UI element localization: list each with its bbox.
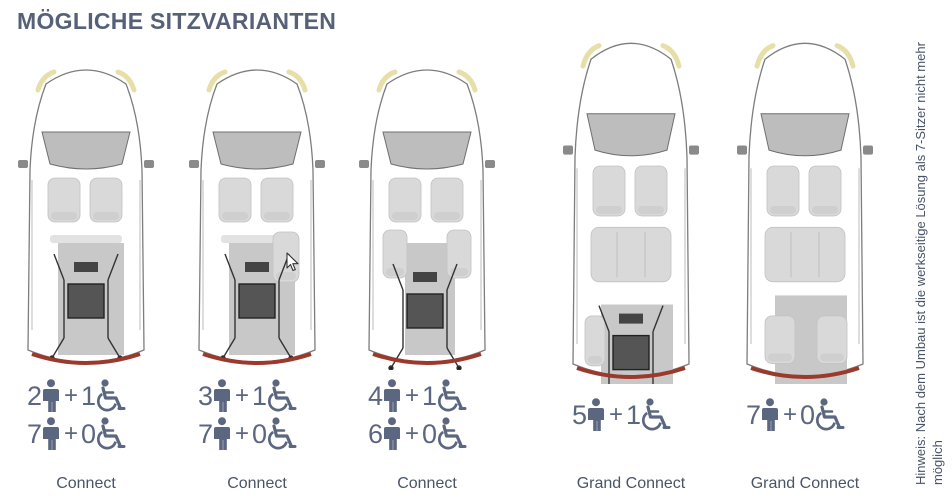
capacity-row: 5 + 1 bbox=[572, 398, 673, 432]
person-count: 7 bbox=[746, 399, 762, 430]
person-count: 7 bbox=[198, 418, 214, 449]
person-icon bbox=[214, 417, 231, 450]
person-count: 7 bbox=[27, 418, 43, 449]
person-icon bbox=[762, 398, 779, 431]
wheelchair-count: 1 bbox=[422, 380, 438, 411]
seat-variant: 7 + 0 Grand Connect bbox=[735, 0, 875, 500]
wheelchair-icon bbox=[438, 417, 467, 450]
wheelchair-icon bbox=[97, 417, 126, 450]
variant-label: Grand Connect bbox=[576, 475, 686, 492]
wheelchair-count: 1 bbox=[252, 380, 268, 411]
person-icon bbox=[214, 379, 231, 412]
wheelchair-icon bbox=[268, 417, 297, 450]
wheelchair-icon bbox=[268, 379, 297, 412]
page-title: MÖGLICHE SITZVARIANTEN bbox=[17, 8, 337, 34]
wheelchair-icon bbox=[438, 379, 467, 412]
capacity-row: 6 + 0 bbox=[368, 417, 469, 451]
van-floorplan bbox=[18, 69, 154, 365]
capacity-row: 2 + 1 bbox=[27, 379, 128, 413]
capacity-row: 7 + 0 bbox=[746, 398, 847, 432]
wheelchair-drawing bbox=[598, 305, 664, 384]
plus-sign: + bbox=[64, 420, 79, 447]
wheelchair-count: 0 bbox=[800, 399, 816, 430]
person-icon bbox=[384, 379, 401, 412]
person-count: 5 bbox=[572, 399, 588, 430]
van-floorplan bbox=[563, 42, 699, 384]
wheelchair-icon bbox=[642, 398, 671, 431]
person-count: 6 bbox=[368, 418, 384, 449]
variant-label: Grand Connect bbox=[750, 475, 860, 492]
capacity-row: 7 + 0 bbox=[27, 417, 128, 451]
variant-label: Connect bbox=[56, 475, 116, 492]
plus-sign: + bbox=[783, 401, 798, 428]
wheelchair-drawing bbox=[49, 253, 123, 361]
wheelchair-drawing bbox=[388, 263, 462, 370]
variant-label: Connect bbox=[397, 475, 457, 492]
person-icon bbox=[588, 398, 605, 431]
van-floorplan bbox=[737, 42, 873, 384]
person-icon bbox=[384, 417, 401, 450]
van-floorplan bbox=[359, 69, 495, 370]
seat-variant: 4 + 1 6 + 0 Connect bbox=[357, 0, 497, 500]
capacity-row: 3 + 1 bbox=[198, 379, 299, 413]
van-floorplan bbox=[189, 69, 325, 365]
plus-sign: + bbox=[609, 401, 624, 428]
wheelchair-count: 0 bbox=[252, 418, 268, 449]
plus-sign: + bbox=[235, 382, 250, 409]
person-count: 3 bbox=[198, 380, 214, 411]
plus-sign: + bbox=[64, 382, 79, 409]
capacity-row: 4 + 1 bbox=[368, 379, 469, 413]
hint-note: Hinweis: Nach dem Umbau ist die werkseit… bbox=[913, 42, 945, 485]
person-count: 2 bbox=[27, 380, 43, 411]
wheelchair-count: 0 bbox=[422, 418, 438, 449]
wheelchair-icon bbox=[97, 379, 126, 412]
wheelchair-icon bbox=[816, 398, 845, 431]
wheelchair-count: 1 bbox=[626, 399, 642, 430]
variant-label: Connect bbox=[227, 475, 287, 492]
wheelchair-count: 0 bbox=[81, 418, 97, 449]
seat-variant: 3 + 1 7 + 0 Connect bbox=[187, 0, 327, 500]
person-icon bbox=[43, 379, 60, 412]
seat-variant: 5 + 1 Grand Connect bbox=[561, 0, 701, 500]
wheelchair-count: 1 bbox=[81, 380, 97, 411]
person-count: 4 bbox=[368, 380, 384, 411]
seat-variant: 2 + 1 7 + 0 Connect bbox=[16, 0, 156, 500]
plus-sign: + bbox=[235, 420, 250, 447]
mouse-cursor-icon bbox=[286, 252, 299, 272]
plus-sign: + bbox=[405, 382, 420, 409]
capacity-row: 7 + 0 bbox=[198, 417, 299, 451]
plus-sign: + bbox=[405, 420, 420, 447]
person-icon bbox=[43, 417, 60, 450]
